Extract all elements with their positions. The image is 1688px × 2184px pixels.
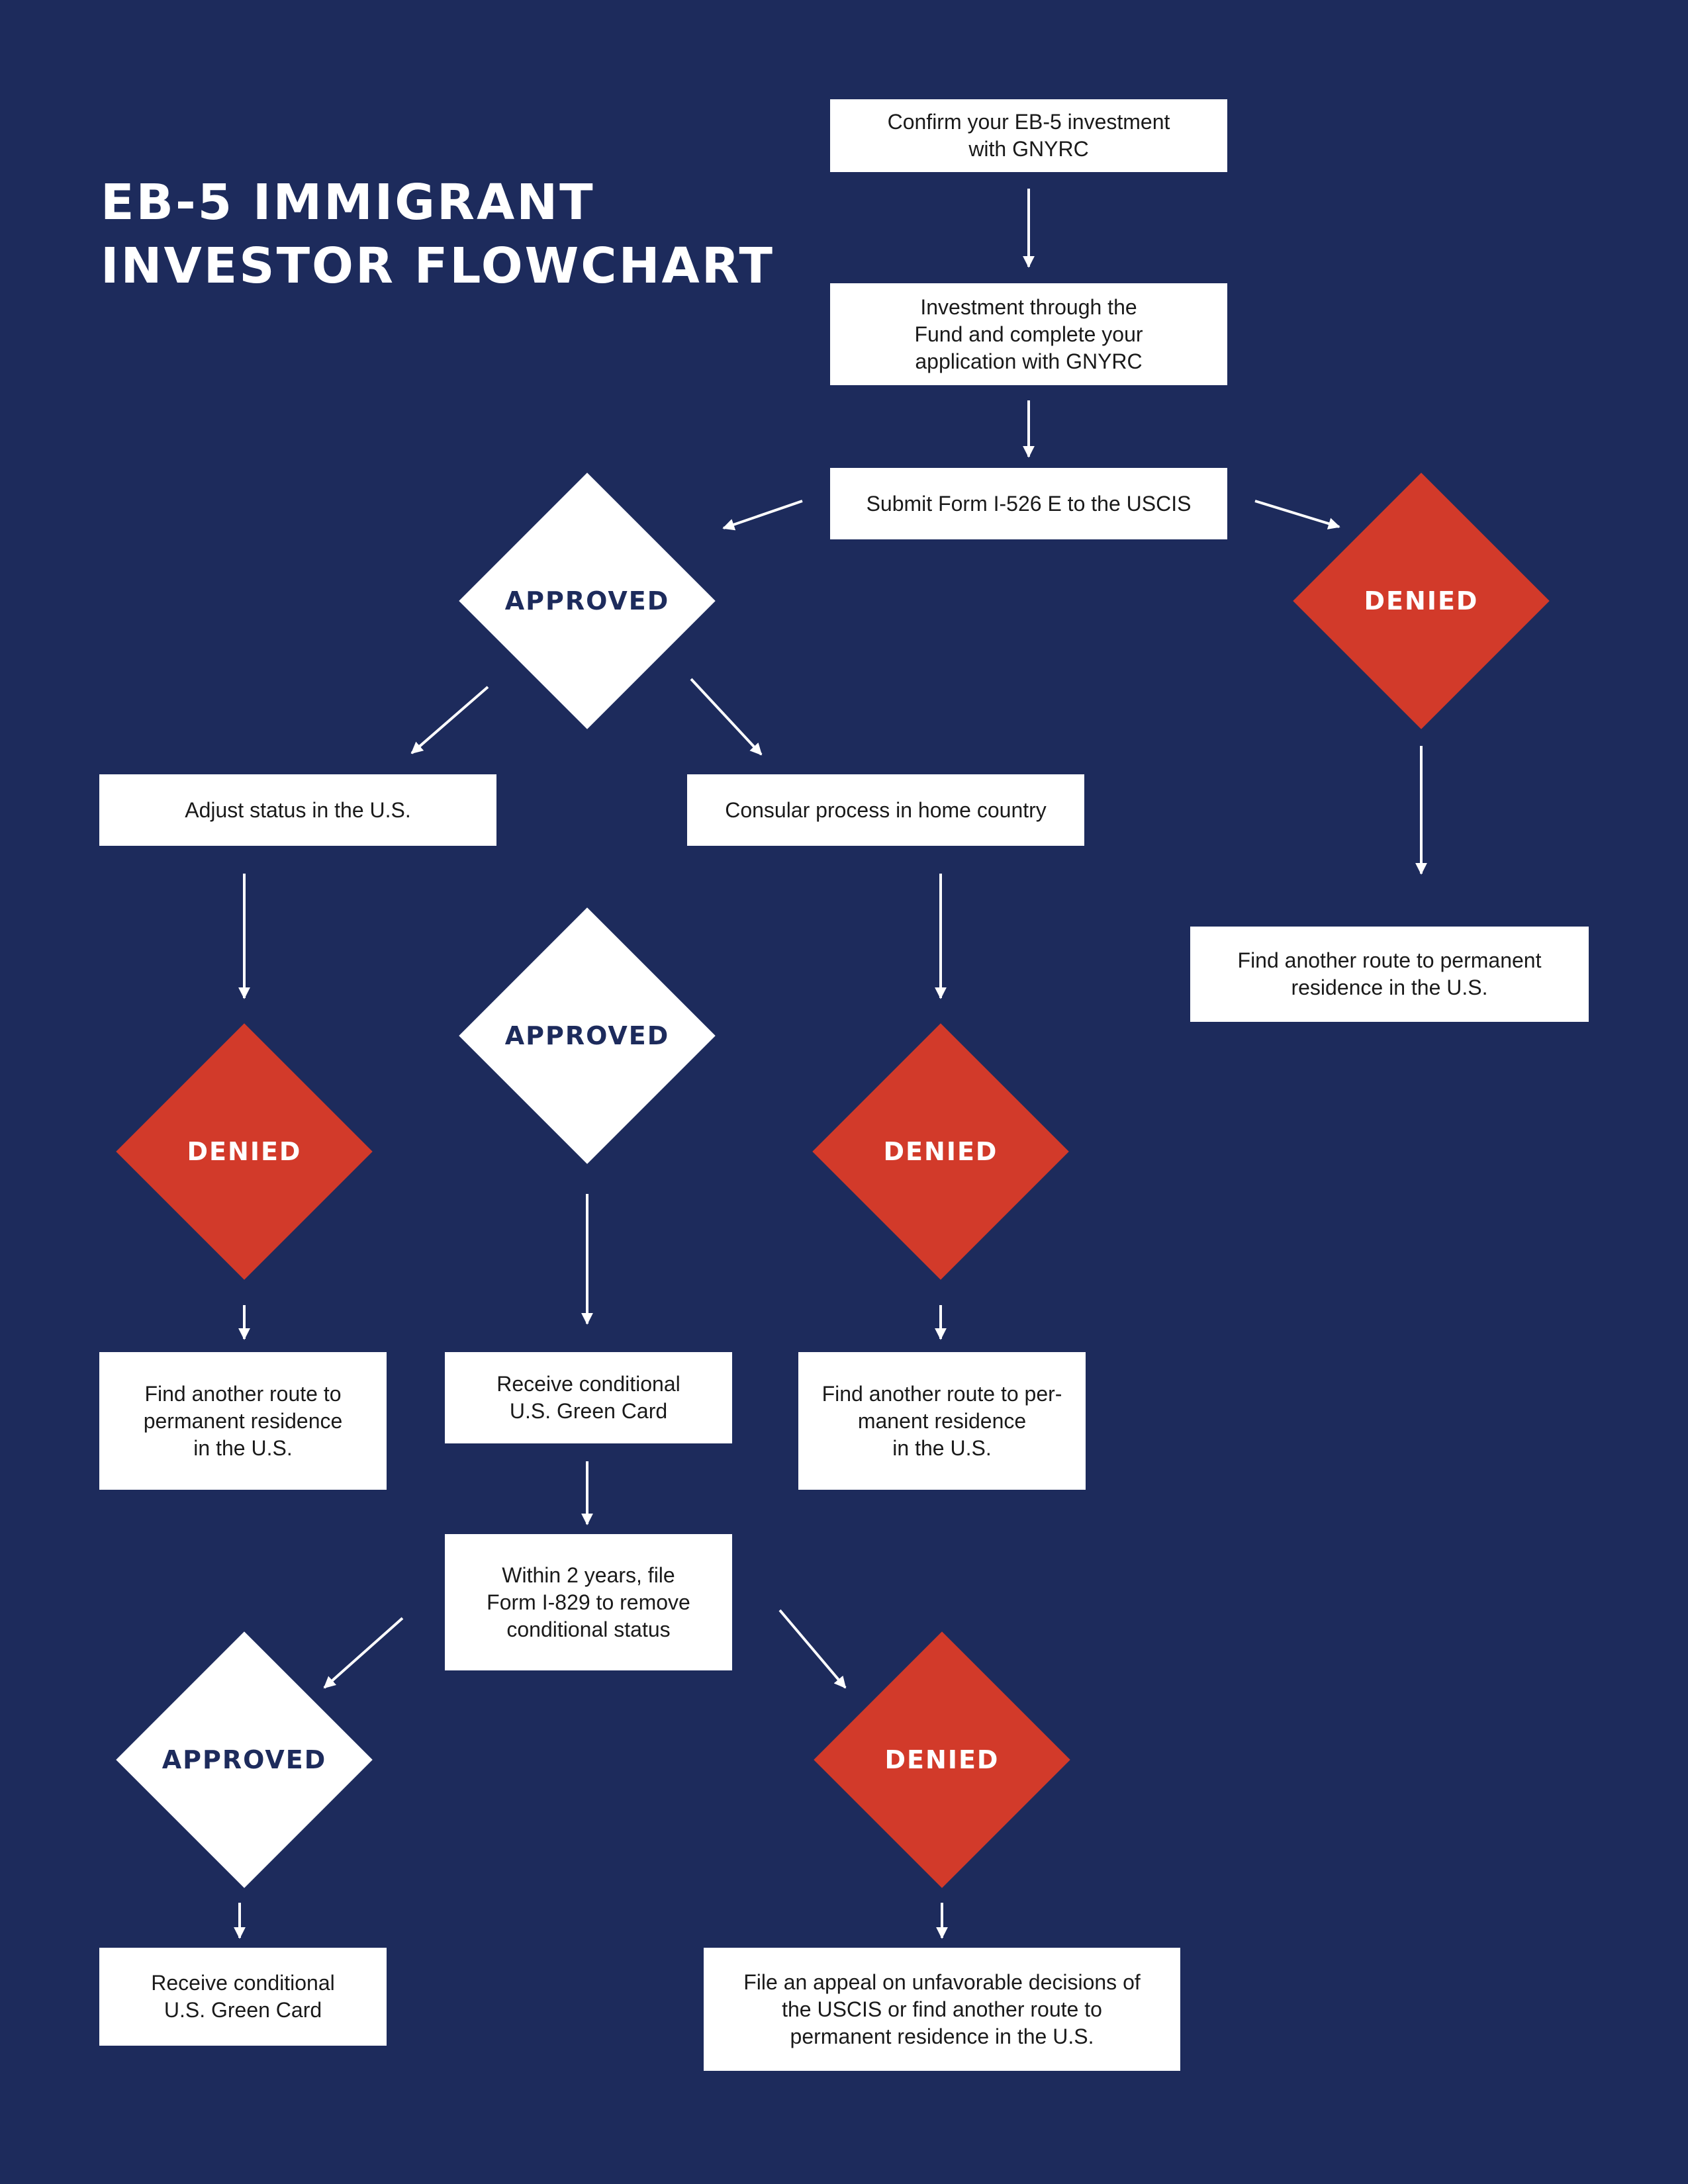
arrow-approved-to-consular: [690, 678, 763, 756]
file-appeal-box: File an appeal on unfavorable decisions …: [704, 1948, 1180, 2071]
middle-approved-label: APPROVED: [504, 1021, 670, 1050]
arrow-i829-to-denied: [778, 1609, 847, 1689]
i829-denied-diamond: DENIED: [813, 1631, 1071, 1889]
arrow-approved-to-adjust: [410, 686, 489, 754]
title-line-1: EB-5 IMMIGRANT: [101, 174, 595, 231]
i526-approved-diamond: APPROVED: [458, 472, 716, 730]
adjust-status-box: Adjust status in the U.S.: [99, 774, 496, 846]
i829-approved-diamond: APPROVED: [115, 1631, 373, 1889]
receive-card-1-box: Receive conditional U.S. Green Card: [445, 1352, 732, 1443]
i526-denied-diamond: DENIED: [1292, 472, 1550, 730]
consular-process-box: Consular process in home country: [687, 774, 1084, 846]
file-i829-box: Within 2 years, file Form I-829 to remov…: [445, 1534, 732, 1670]
investment-fund-box: Investment through the Fund and complete…: [830, 283, 1227, 385]
find-route-consular-box: Find another route to per- manent reside…: [798, 1352, 1086, 1490]
i526-approved-label: APPROVED: [504, 586, 670, 615]
submit-i526e-box: Submit Form I-526 E to the USCIS: [830, 468, 1227, 539]
adjust-denied-label: DENIED: [187, 1137, 302, 1166]
i829-approved-label: APPROVED: [162, 1745, 327, 1774]
title-line-2: INVESTOR FLOWCHART: [101, 238, 774, 295]
arrow-i829-to-approved: [323, 1617, 404, 1689]
adjust-denied-diamond: DENIED: [115, 1023, 373, 1281]
i526-denied-label: DENIED: [1364, 586, 1479, 615]
consular-denied-diamond: DENIED: [812, 1023, 1070, 1281]
consular-denied-label: DENIED: [883, 1137, 998, 1166]
middle-approved-diamond: APPROVED: [458, 907, 716, 1165]
arrow-submit-to-denied: [1254, 500, 1340, 529]
find-route-adjust-box: Find another route to permanent residenc…: [99, 1352, 387, 1490]
confirm-investment-box: Confirm your EB-5 investment with GNYRC: [830, 99, 1227, 172]
page-title: EB-5 IMMIGRANT INVESTOR FLOWCHART: [101, 171, 774, 298]
receive-card-2-box: Receive conditional U.S. Green Card: [99, 1948, 387, 2046]
arrow-submit-to-approved: [722, 500, 803, 531]
find-route-i526-box: Find another route to permanent residenc…: [1190, 927, 1589, 1022]
i829-denied-label: DENIED: [884, 1745, 1000, 1774]
